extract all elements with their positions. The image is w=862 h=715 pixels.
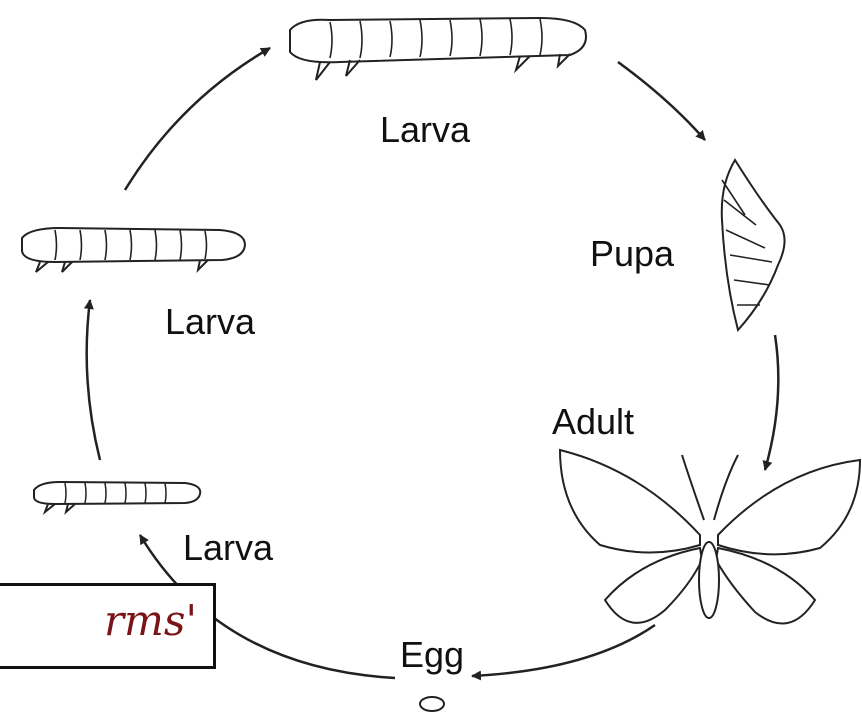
arrow-larva-to-pupa [618, 62, 705, 140]
larva-left-illustration [22, 228, 245, 272]
pupa-illustration [722, 160, 785, 330]
adult-moth-illustration [560, 450, 860, 624]
arrow-pupa-to-adult [765, 335, 778, 470]
arrow-adult-to-egg [472, 625, 655, 676]
larva-top-illustration [290, 18, 586, 80]
label-adult: Adult [552, 401, 634, 442]
callout-box: rms' [0, 583, 216, 669]
larva-bottom-illustration [34, 482, 200, 512]
callout-text: rms' [104, 596, 197, 645]
label-larva-top: Larva [380, 109, 471, 150]
label-larva-bottom: Larva [183, 527, 274, 568]
egg-illustration [420, 697, 444, 711]
label-pupa: Pupa [590, 233, 675, 274]
arrow-larva-left-to-larva-top [125, 48, 270, 190]
label-egg: Egg [400, 634, 464, 675]
arrow-larva-to-larva-left [87, 300, 100, 460]
label-larva-left: Larva [165, 301, 256, 342]
